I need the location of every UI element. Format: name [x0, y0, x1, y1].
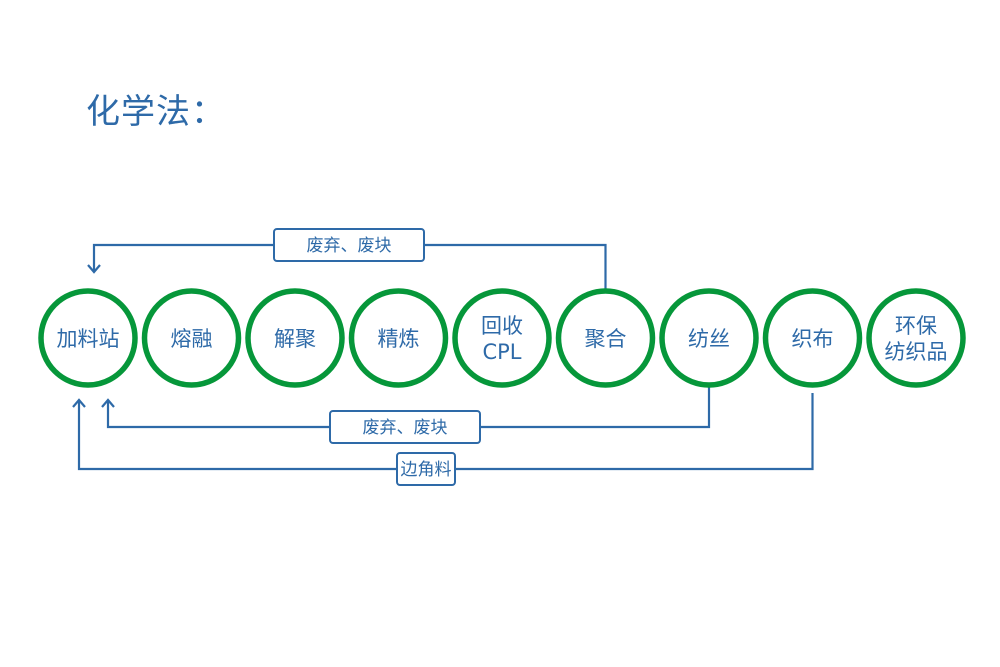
- process-node-1: 加料站: [38, 288, 138, 388]
- node-circle: [348, 288, 449, 388]
- arrow-head-icon: [72, 398, 86, 408]
- node-circle: [659, 288, 759, 388]
- loop-label: 边角料: [401, 460, 452, 480]
- process-node-3: 解聚: [245, 288, 345, 388]
- loop-label-box: [273, 228, 425, 262]
- node-label: 加料站: [57, 327, 120, 351]
- node-circle: [245, 288, 345, 388]
- process-node-4: 精炼: [348, 288, 449, 388]
- process-node-8: 织布: [762, 288, 863, 388]
- feedback-loop-3: 边角料: [72, 393, 814, 486]
- node-label: 纺丝: [688, 327, 730, 351]
- process-node-2: 熔融: [141, 288, 242, 388]
- node-label: 熔融: [171, 327, 213, 351]
- node-circle: [762, 288, 863, 388]
- process-node-7: 纺丝: [659, 288, 759, 388]
- node-label: 精炼: [378, 327, 420, 351]
- feedback-loop-2: 废弃、废块: [101, 387, 711, 444]
- loop-label: 废弃、废块: [307, 236, 392, 256]
- loop-label-box: [329, 410, 481, 444]
- node-label: 解聚: [274, 327, 316, 351]
- node-circle: [866, 288, 966, 388]
- node-label: 回收: [481, 314, 523, 338]
- node-label: 织布: [792, 327, 834, 351]
- arrow-head-icon: [87, 264, 101, 274]
- loop-label-box: [396, 452, 456, 486]
- arrow-head-icon: [101, 398, 115, 408]
- process-node-6: 聚合: [555, 288, 656, 388]
- feedback-loop-1: 废弃、废块: [87, 228, 607, 289]
- node-label: 聚合: [585, 327, 627, 351]
- loop-label: 废弃、废块: [363, 418, 448, 438]
- node-label: 环保: [895, 314, 937, 338]
- node-circle: [555, 288, 656, 388]
- node-circle: [141, 288, 242, 388]
- node-label: CPL: [482, 340, 521, 364]
- node-circle: [452, 288, 552, 388]
- page-title: 化学法：: [86, 92, 226, 132]
- node-circle: [38, 288, 138, 388]
- node-label: 纺织品: [885, 340, 948, 364]
